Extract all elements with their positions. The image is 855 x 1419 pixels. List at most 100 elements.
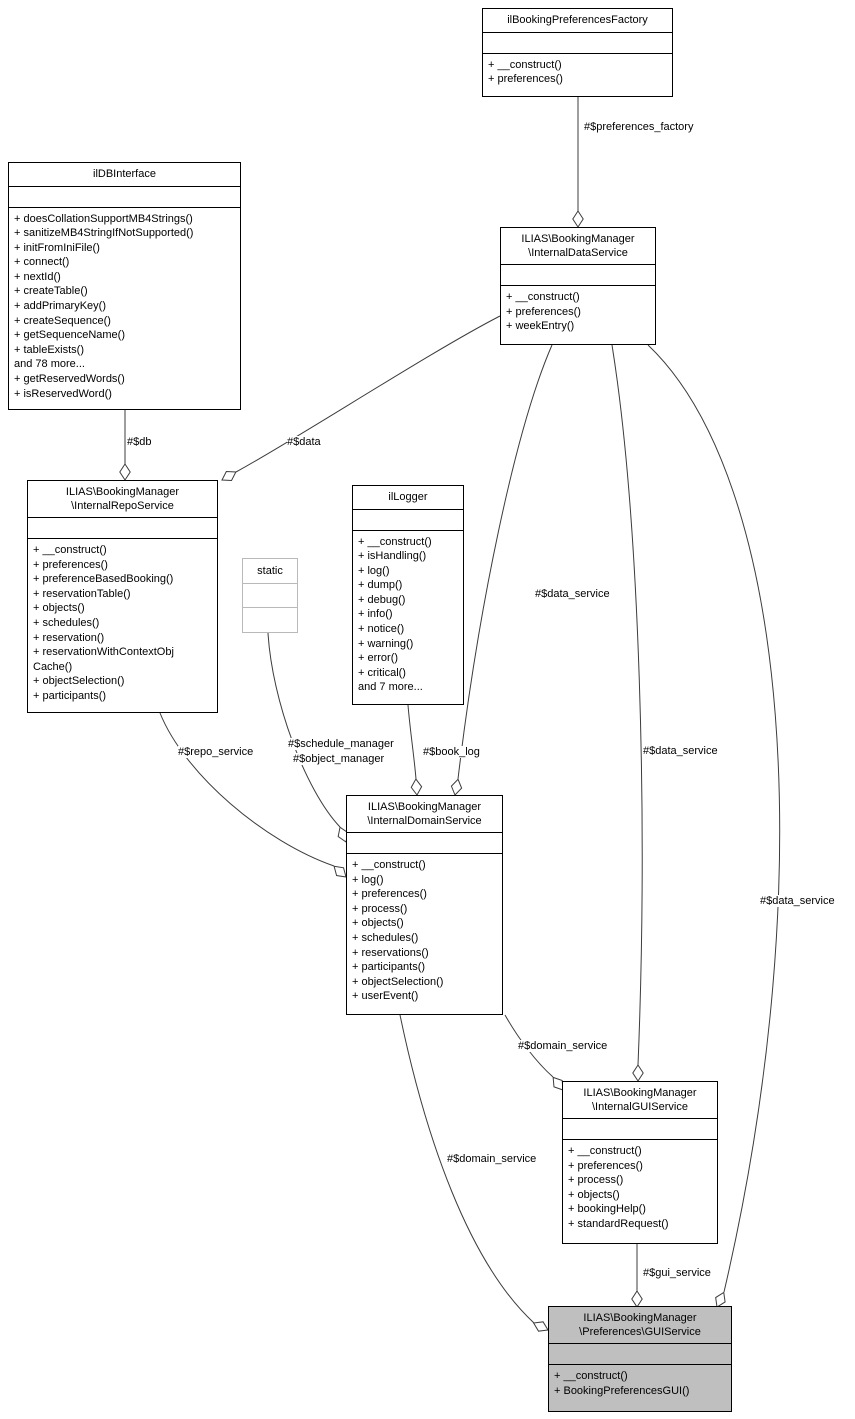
text-line: + error()	[358, 652, 399, 665]
class-title: ILIAS\BookingManager\InternalRepoService	[28, 481, 217, 517]
class-box-static[interactable]: static	[242, 558, 298, 633]
class-box-internalreposervice[interactable]: ILIAS\BookingManager\InternalRepoService…	[27, 480, 218, 713]
text-line: + process()	[568, 1174, 624, 1187]
class-title: ilDBInterface	[9, 163, 240, 186]
text-line: + __construct()	[358, 535, 432, 548]
class-title: ilBookingPreferencesFactory	[483, 9, 672, 32]
class-box-illogger[interactable]: ilLogger + __construct()+ isHandling()+ …	[352, 485, 464, 705]
edge-label-data-service-2: #$data_service	[643, 745, 718, 757]
text-line: + participants()	[33, 689, 107, 702]
edge-label-data-service-3: #$data_service	[760, 895, 835, 907]
text-line: + BookingPreferencesGUI()	[554, 1384, 690, 1397]
text-line: + participants()	[352, 961, 426, 974]
text-line: ILIAS\BookingManager	[521, 233, 635, 245]
class-methods: + __construct()+ preferences()+ preferen…	[28, 538, 217, 712]
text-line: + preferences()	[506, 305, 581, 318]
text-line: + log()	[358, 564, 390, 577]
text-line: \InternalRepoService	[71, 499, 174, 512]
text-line: + sanitizeMB4StringIfNotSupported()	[14, 227, 194, 240]
class-attributes-empty	[483, 31, 672, 53]
class-methods: + doesCollationSupportMB4Strings() + sani…	[9, 206, 240, 410]
edge-label-preferences-factory: #$preferences_factory	[584, 121, 694, 133]
class-methods: + __construct() + preferences() + weekEntr…	[501, 285, 655, 344]
class-attributes-empty	[347, 832, 502, 853]
text-line: + initFromIniFile()	[14, 241, 100, 254]
class-methods: + __construct()+ isHandling()+ log()+ du…	[353, 529, 463, 705]
text-line: Cache()	[33, 660, 73, 673]
aggregation-diamond	[632, 1064, 644, 1082]
aggregation-diamond	[631, 1290, 643, 1308]
class-methods: + __construct()+ preferences()	[483, 52, 672, 97]
class-box-internalguiservice[interactable]: ILIAS\BookingManager\InternalGUIService …	[562, 1081, 718, 1244]
text-line: + info()	[358, 608, 393, 621]
aggregation-diamond	[450, 778, 463, 796]
text-line: + critical()	[358, 666, 406, 679]
text-line: + notice()	[358, 623, 405, 636]
text-line: + connect()	[14, 256, 70, 269]
text-line: + __construct()	[554, 1370, 628, 1382]
text-line: + objects()	[352, 917, 404, 930]
text-line: + objectSelection()	[33, 675, 125, 688]
text-line: \Preferences\GUIService	[579, 1325, 701, 1338]
class-title: ILIAS\BookingManager\InternalGUIService	[563, 1082, 717, 1118]
text-line: + standardRequest()	[568, 1217, 669, 1230]
class-box-ildbinterface[interactable]: ilDBInterface + doesCollationSupportMB4S…	[8, 162, 241, 410]
edge-label-domain-service-1: #$domain_service	[518, 1040, 608, 1052]
text-line: + __construct()	[568, 1145, 642, 1157]
edge-label-data-service-1: #$data_service	[535, 588, 610, 600]
text-line: + process()	[352, 902, 408, 915]
text-line: + reservationWithContextObj	[33, 646, 174, 659]
text-line: + schedules()	[352, 931, 419, 944]
text-line: + schedules()	[33, 616, 100, 629]
text-line: + nextId()	[14, 270, 61, 283]
text-line: ilDBInterface	[93, 168, 156, 180]
class-box-internaldataservice[interactable]: ILIAS\BookingManager\InternalDataService…	[500, 227, 656, 345]
edge-label-gui-service: #$gui_service	[643, 1267, 711, 1279]
text-line: + preferences()	[488, 73, 563, 86]
text-line: + tableExists()	[14, 343, 84, 356]
text-line: \InternalDataService	[528, 246, 628, 259]
edge-dataservice-to-guiservice	[611, 344, 643, 1066]
class-box-internaldomainservice[interactable]: ILIAS\BookingManager\InternalDomainServi…	[346, 795, 503, 1015]
class-methods: + __construct()+ log()+ preferences()+ p…	[347, 853, 502, 1014]
text-line: + reservations()	[352, 946, 429, 959]
text-line: ILIAS\BookingManager	[65, 486, 180, 498]
edge-label-domain-service-2: #$domain_service	[447, 1153, 537, 1165]
class-title: ILIAS\BookingManager\InternalDomainServi…	[347, 796, 502, 832]
text-line: + getReservedWords()	[14, 373, 125, 386]
class-attributes-empty	[563, 1118, 717, 1139]
edge-label-schedule-manager: #$schedule_manager	[288, 738, 394, 750]
class-title: ILIAS\BookingManager\Preferences\GUIServ…	[549, 1307, 731, 1343]
text-line: + preferenceBasedBooking()	[33, 573, 174, 586]
text-line: + preferences()	[352, 888, 427, 901]
class-attributes-empty	[353, 508, 463, 530]
text-line: ilLogger	[388, 491, 428, 503]
edge-label-data: #$data	[287, 436, 321, 448]
class-methods	[243, 606, 297, 633]
text-line: + __construct()	[33, 544, 107, 556]
text-line: + __construct()	[506, 291, 580, 303]
edge-dataservice-to-domainservice	[457, 344, 553, 780]
class-box-ilbookingpreferencesfactory[interactable]: ilBookingPreferencesFactory + __construc…	[482, 8, 673, 97]
edge-label-db: #$db	[127, 436, 152, 448]
class-title: ILIAS\BookingManager\InternalDataService	[501, 228, 655, 264]
text-line: ILIAS\BookingManager	[367, 801, 482, 813]
text-line: + createSequence()	[14, 314, 111, 327]
text-line: + objects()	[33, 602, 85, 615]
aggregation-diamond	[572, 210, 584, 228]
text-line: + weekEntry()	[506, 320, 575, 333]
aggregation-diamond	[410, 778, 423, 796]
text-line: + preferences()	[568, 1159, 643, 1172]
text-line: + reservationTable()	[33, 587, 131, 600]
edge-label-book-log: #$book_log	[423, 746, 480, 758]
text-line: ILIAS\BookingManager	[583, 1087, 697, 1099]
text-line: + objects()	[568, 1188, 620, 1201]
class-box-preferences-guiservice[interactable]: ILIAS\BookingManager\Preferences\GUIServ…	[548, 1306, 732, 1412]
edge-dataservice-to-reposervice	[235, 315, 501, 473]
text-line: + doesCollationSupportMB4Strings()	[14, 212, 193, 225]
class-title: ilLogger	[353, 486, 463, 509]
text-line: + addPrimaryKey()	[14, 300, 107, 313]
edge-logger-to-domainservice	[407, 704, 417, 780]
text-line: + objectSelection()	[352, 975, 444, 988]
